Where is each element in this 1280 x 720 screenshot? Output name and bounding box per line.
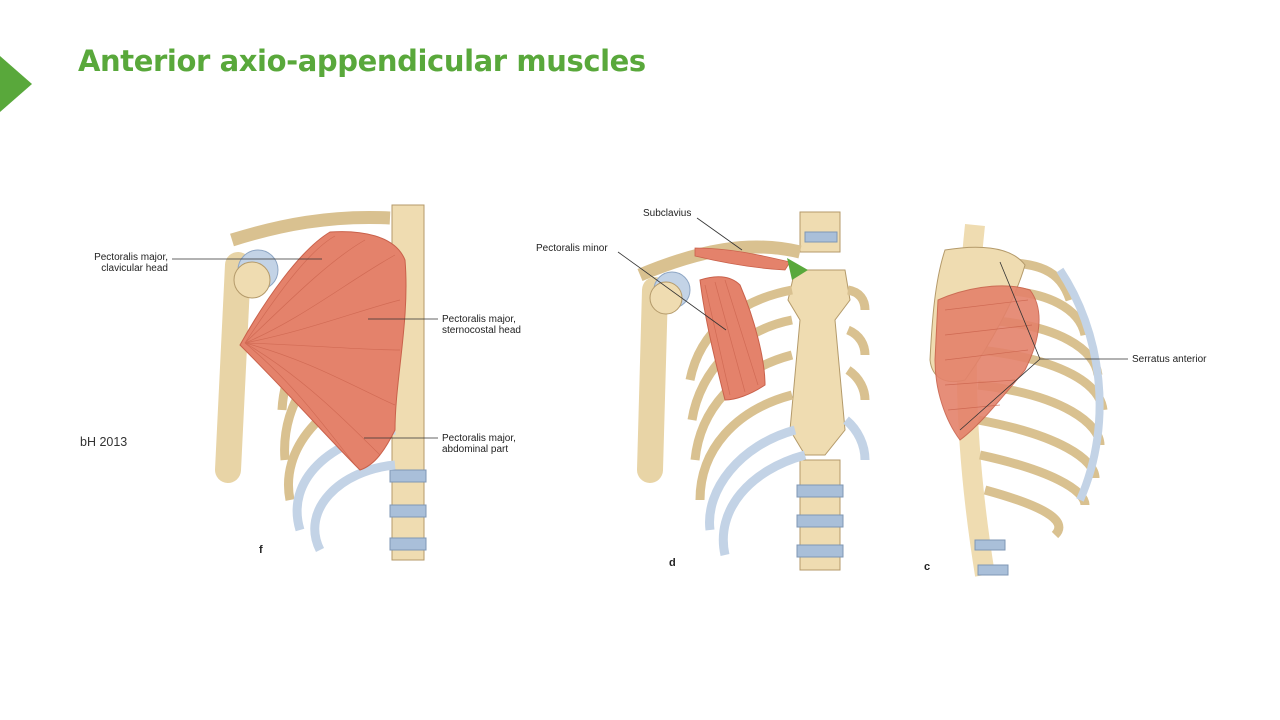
subclavius-muscle [694,247,791,271]
muscle-fibers [244,235,401,466]
label-clavicular-head-line1: Pectoralis major, [94,252,168,263]
panel-letter-d: d [669,557,676,569]
label-pectoralis-minor: Pectoralis minor [536,243,608,254]
label-serratus-anterior: Serratus anterior [1132,354,1207,365]
serratus-anterior-muscle [934,285,1040,441]
label-abdominal-part: Pectoralis major, abdominal part [442,433,516,455]
label-subclavius: Subclavius [643,208,692,219]
label-clavicular-head: Pectoralis major, clavicular head [82,252,168,274]
play-pointer-icon [787,258,808,280]
pectoralis-major-muscle [239,231,407,471]
label-sternocostal-head-line1: Pectoralis major, [442,314,516,325]
panel-letter-c: c [924,561,931,573]
pectoralis-minor-muscle [699,276,766,401]
label-abdominal-part-line1: Pectoralis major, [442,433,516,444]
panel-letter-f: f [259,544,263,556]
slide-title: Anterior axio-appendicular muscles [78,44,646,78]
slide-marker-arrow [0,56,32,112]
image-credit: bH 2013 [80,435,128,449]
label-sternocostal-head: Pectoralis major, sternocostal head [442,314,521,336]
label-abdominal-part-line2: abdominal part [442,444,509,455]
label-sternocostal-head-line2: sternocostal head [442,325,521,336]
label-clavicular-head-line2: clavicular head [101,263,168,274]
